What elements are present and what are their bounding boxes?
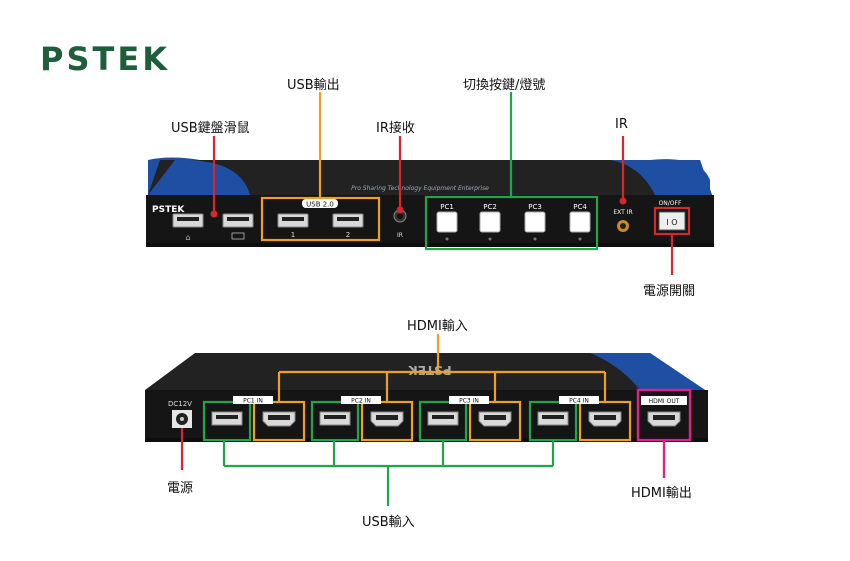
callout-power: 電源 <box>167 481 194 496</box>
callout-usb-output: USB輸出 <box>287 78 340 93</box>
pc2-in-label: PC2 IN <box>351 398 371 405</box>
input-group-pc1 <box>202 396 306 442</box>
callout-switch-buttons: 切換按鍵/燈號 <box>463 78 546 93</box>
dc-power-jack <box>172 410 192 428</box>
callout-ir: IR <box>615 117 628 132</box>
callout-usb-input: USB輸入 <box>362 515 415 530</box>
svg-text:⌂: ⌂ <box>185 233 190 242</box>
pc3-button-label: PC3 <box>528 203 542 211</box>
power-switch-label: ON/OFF <box>659 200 682 207</box>
rear-leader-lines <box>180 334 666 506</box>
usb-port-1-label: 1 <box>291 231 295 239</box>
pc4-in-label: PC4 IN <box>569 398 589 405</box>
usb-keyboard-port <box>222 213 254 240</box>
callout-usb-kb-mouse: USB鍵盤滑鼠 <box>171 121 250 136</box>
callout-power-switch: 電源開關 <box>643 284 696 299</box>
ext-ir-label: EXT IR <box>613 209 632 216</box>
pc1-button-label: PC1 <box>440 203 454 211</box>
dc-label: DC12V <box>168 400 192 408</box>
usb-mouse-port: ⌂ <box>172 213 204 242</box>
power-switch[interactable]: I O <box>653 206 691 236</box>
hdmi-out-port <box>636 388 692 442</box>
pc2-button-label: PC2 <box>483 203 497 211</box>
pc3-button[interactable] <box>524 211 546 241</box>
input-group-pc4 <box>528 396 632 442</box>
pc2-button[interactable] <box>479 211 501 241</box>
pc3-in-label: PC3 IN <box>459 398 479 405</box>
input-group-pc3 <box>418 396 522 442</box>
front-leader-lines <box>210 92 674 275</box>
rear-panel-device: PSTEK <box>145 353 708 442</box>
brand-logo: PSTEK <box>40 40 170 78</box>
usb-group-label: USB 2.0 <box>306 201 334 209</box>
front-panel-device: Pro Sharing Technology Equipment Enterpr… <box>146 157 714 247</box>
svg-text:I O: I O <box>666 218 677 227</box>
callout-hdmi-output: HDMI輸出 <box>631 486 692 501</box>
usb-output-group <box>260 196 381 242</box>
svg-text:Pro Sharing Technology Equipme: Pro Sharing Technology Equipment Enterpr… <box>351 185 489 192</box>
callout-hdmi-input: HDMI輸入 <box>407 319 468 334</box>
usb-port-2-label: 2 <box>346 231 350 239</box>
pc1-in-label: PC1 IN <box>243 398 263 405</box>
front-brand-label: PSTEK <box>152 205 185 215</box>
ir-label: IR <box>397 232 403 239</box>
pc4-button[interactable] <box>569 211 591 241</box>
ext-ir-jack <box>617 220 629 232</box>
pc1-button[interactable] <box>436 211 458 241</box>
callout-ir-receiver: IR接收 <box>376 121 415 136</box>
pc4-button-label: PC4 <box>573 203 587 211</box>
svg-text:PSTEK: PSTEK <box>408 363 452 377</box>
hdmi-out-label: HDMI OUT <box>649 398 680 405</box>
